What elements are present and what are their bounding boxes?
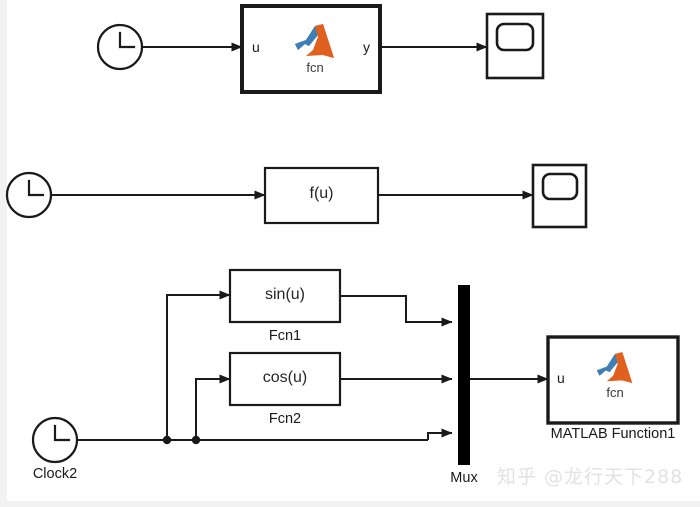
fcn2-expression: cos(u) (262, 369, 308, 386)
clock-icon[interactable] (31, 416, 79, 464)
matlab-function-icon-label: fcn (306, 60, 324, 75)
signal-line-clock2-to-fcn2 (195, 374, 231, 440)
mux-block[interactable] (458, 285, 470, 465)
mux-block-label: Mux (450, 470, 478, 486)
signal-junction-dot (162, 435, 172, 445)
matlab-function1-block-label: MATLAB Function1 (550, 426, 676, 442)
fcn-expression: f(u) (309, 185, 334, 202)
signal-line-clock2-to-fcn1 (166, 290, 231, 440)
mlfcn1-input-port-label: u (557, 370, 565, 386)
clock2-block-label: Clock2 (32, 466, 78, 482)
fcn-block[interactable] (263, 166, 380, 225)
canvas-left-edge-strip (0, 0, 7, 507)
scope-icon[interactable] (485, 12, 545, 80)
scope-icon[interactable] (531, 163, 588, 229)
matlab-logo-icon (295, 24, 334, 58)
fcn1-expression: sin(u) (264, 286, 305, 303)
fcn2-block[interactable] (228, 351, 342, 407)
fcn2-block-label: Fcn2 (268, 411, 302, 427)
signal-line-clock2-to-mux3 (427, 428, 453, 440)
fcn1-block[interactable] (228, 268, 342, 324)
clock-icon[interactable] (5, 171, 53, 219)
watermark-text: 知乎 @龙行天下288 (497, 466, 684, 488)
signal-line-fcn1-to-mux1 (340, 295, 453, 327)
fcn1-block-label: Fcn1 (268, 328, 302, 344)
canvas-bottom-edge-strip (0, 501, 700, 507)
clock-icon[interactable] (96, 23, 144, 71)
matlab-logo-icon (596, 352, 633, 384)
signal-junction-dot (191, 435, 201, 445)
mlfcn-input-port-label: u (252, 39, 260, 55)
mlfcn-output-port-label: y (363, 39, 370, 55)
matlab-function1-block[interactable] (546, 335, 680, 425)
matlab-function-block[interactable] (240, 4, 382, 94)
matlab-function1-icon-label: fcn (606, 385, 624, 400)
